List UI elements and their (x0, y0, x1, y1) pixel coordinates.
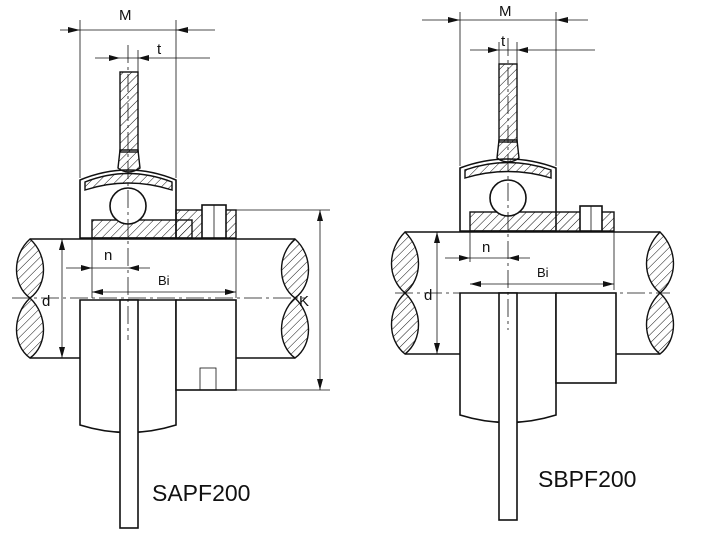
left-flange-web (117, 149, 141, 173)
right-dim-n: n (482, 239, 490, 256)
right-dim-t: t (501, 33, 506, 50)
left-flange (119, 71, 139, 153)
left-dim-K: K (299, 293, 309, 310)
right-flange-web (496, 139, 520, 163)
left-plate (119, 299, 139, 529)
right-inner-ring (469, 211, 615, 232)
left-setscrew-bottom (199, 367, 217, 391)
left-collar (175, 299, 237, 391)
right-dim-d: d (424, 287, 432, 304)
sapf200-drawing: M t n Bi d K SAPF200 (12, 7, 330, 529)
left-dim-M: M (119, 7, 132, 24)
left-dim-t: t (157, 41, 162, 58)
left-outer-ring (84, 172, 173, 191)
left-dim-Bi: Bi (158, 273, 170, 288)
left-shaft-break-left (15, 238, 45, 359)
sbpf200-drawing: M t n Bi d SBPF200 (390, 3, 675, 521)
left-dim-n: n (104, 247, 112, 264)
right-dim-Bi: Bi (537, 265, 549, 280)
left-model-label: SAPF200 (152, 480, 250, 506)
left-dim-d: d (42, 293, 50, 310)
right-collar (555, 292, 617, 384)
right-plate (498, 292, 518, 521)
right-model-label: SBPF200 (538, 466, 636, 492)
right-dim-M: M (499, 3, 512, 20)
left-shaft-break-right (280, 238, 310, 359)
